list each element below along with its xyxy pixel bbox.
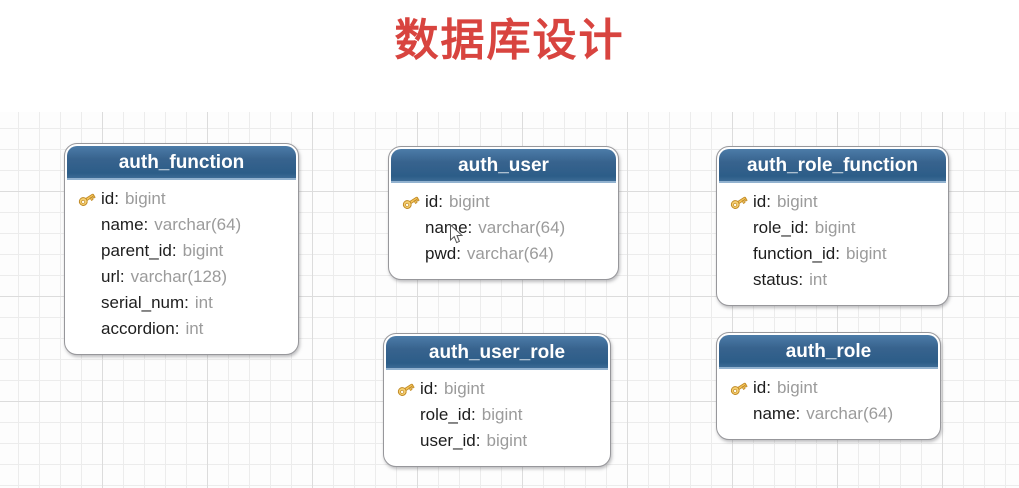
field-colon: : <box>804 218 809 237</box>
field-colon: : <box>798 270 804 289</box>
field-type: bigint <box>814 218 856 237</box>
table-row[interactable]: name: varchar(64) <box>725 401 930 427</box>
field-name: parent_id <box>101 241 172 260</box>
db-table-header[interactable]: auth_user <box>391 149 616 183</box>
table-row[interactable]: serial_num: int <box>73 290 288 316</box>
table-row[interactable]: id: bigint <box>725 189 938 215</box>
field-type: bigint <box>486 431 528 450</box>
field-type: bigint <box>845 244 887 263</box>
field-name: accordion <box>101 319 175 338</box>
field-colon: : <box>438 192 443 211</box>
field-name: role_id <box>420 405 472 424</box>
primary-key-cell <box>725 192 753 212</box>
field-name: id <box>101 189 115 208</box>
field-colon: : <box>475 431 481 450</box>
field-colon: : <box>184 293 189 312</box>
field-type: bigint <box>124 189 166 208</box>
field-type: bigint <box>443 379 485 398</box>
table-row[interactable]: role_id: bigint <box>392 402 600 428</box>
table-row[interactable]: status: int <box>725 267 938 293</box>
primary-key-cell <box>397 192 425 212</box>
db-table-header[interactable]: auth_role <box>719 335 938 369</box>
field-name: status <box>753 270 799 289</box>
field-type: bigint <box>448 192 490 211</box>
table-row[interactable]: name: varchar(64) <box>397 215 608 241</box>
field-name: id <box>425 192 439 211</box>
field-name: user_id <box>420 431 476 450</box>
table-row[interactable]: id: bigint <box>392 376 600 402</box>
field-colon: : <box>467 218 473 237</box>
table-row[interactable]: id: bigint <box>73 186 288 212</box>
field-colon: : <box>766 378 771 397</box>
db-table-field-list: id: bigint name: varchar(64) parent_id: bigin… <box>67 180 296 352</box>
field-colon: : <box>471 405 476 424</box>
primary-key-icon <box>397 383 415 396</box>
primary-key-cell <box>725 378 753 398</box>
table-row[interactable]: user_id: bigint <box>392 428 600 454</box>
field-type: varchar(64) <box>154 215 242 234</box>
field-type: bigint <box>481 405 523 424</box>
field-type: int <box>194 293 213 312</box>
field-name: id <box>753 378 767 397</box>
field-name: url <box>101 267 120 286</box>
field-type: int <box>185 319 204 338</box>
table-row[interactable]: id: bigint <box>397 189 608 215</box>
primary-key-icon <box>730 196 748 209</box>
db-table-field-list: id: bigint name: varchar(64) <box>719 369 938 437</box>
db-table-header[interactable]: auth_role_function <box>719 149 946 183</box>
field-name: role_id <box>753 218 805 237</box>
primary-key-icon <box>402 196 420 209</box>
primary-key-cell <box>392 379 420 399</box>
primary-key-icon <box>730 382 748 395</box>
table-row[interactable]: accordion: int <box>73 316 288 342</box>
field-type: int <box>809 270 828 289</box>
field-colon: : <box>114 189 119 208</box>
field-name: name <box>101 215 144 234</box>
field-type: bigint <box>776 378 818 397</box>
table-row[interactable]: parent_id: bigint <box>73 238 288 264</box>
table-row[interactable]: function_id: bigint <box>725 241 938 267</box>
db-table-field-list: id: bigint role_id: bigint function_id: bigin… <box>719 183 946 303</box>
table-row[interactable]: url: varchar(128) <box>73 264 288 290</box>
field-colon: : <box>171 241 177 260</box>
field-name: name <box>753 404 796 423</box>
field-colon: : <box>143 215 149 234</box>
table-row[interactable]: id: bigint <box>725 375 930 401</box>
field-type: varchar(64) <box>466 244 554 263</box>
field-name: function_id <box>753 244 836 263</box>
field-name: name <box>425 218 468 237</box>
field-name: pwd <box>425 244 457 263</box>
page-title: 数据库设计 <box>394 16 625 65</box>
table-row[interactable]: pwd: varchar(64) <box>397 241 608 267</box>
field-colon: : <box>795 404 801 423</box>
field-colon: : <box>456 244 461 263</box>
field-name: serial_num <box>101 293 185 312</box>
db-table-header[interactable]: auth_function <box>67 146 296 180</box>
field-colon: : <box>174 319 180 338</box>
field-colon: : <box>119 267 125 286</box>
field-colon: : <box>433 379 438 398</box>
table-row[interactable]: role_id: bigint <box>725 215 938 241</box>
field-type: bigint <box>776 192 818 211</box>
field-type: bigint <box>182 241 224 260</box>
field-name: id <box>753 192 767 211</box>
primary-key-icon <box>78 193 96 206</box>
field-colon: : <box>766 192 771 211</box>
table-row[interactable]: name: varchar(64) <box>73 212 288 238</box>
db-table-header[interactable]: auth_user_role <box>386 336 608 370</box>
primary-key-cell <box>73 189 101 209</box>
field-type: varchar(64) <box>478 218 566 237</box>
field-type: varchar(128) <box>130 267 228 286</box>
field-name: id <box>420 379 434 398</box>
field-type: varchar(64) <box>806 404 894 423</box>
db-table-field-list: id: bigint name: varchar(64) pwd: varchar(64) <box>391 183 616 277</box>
field-colon: : <box>835 244 840 263</box>
